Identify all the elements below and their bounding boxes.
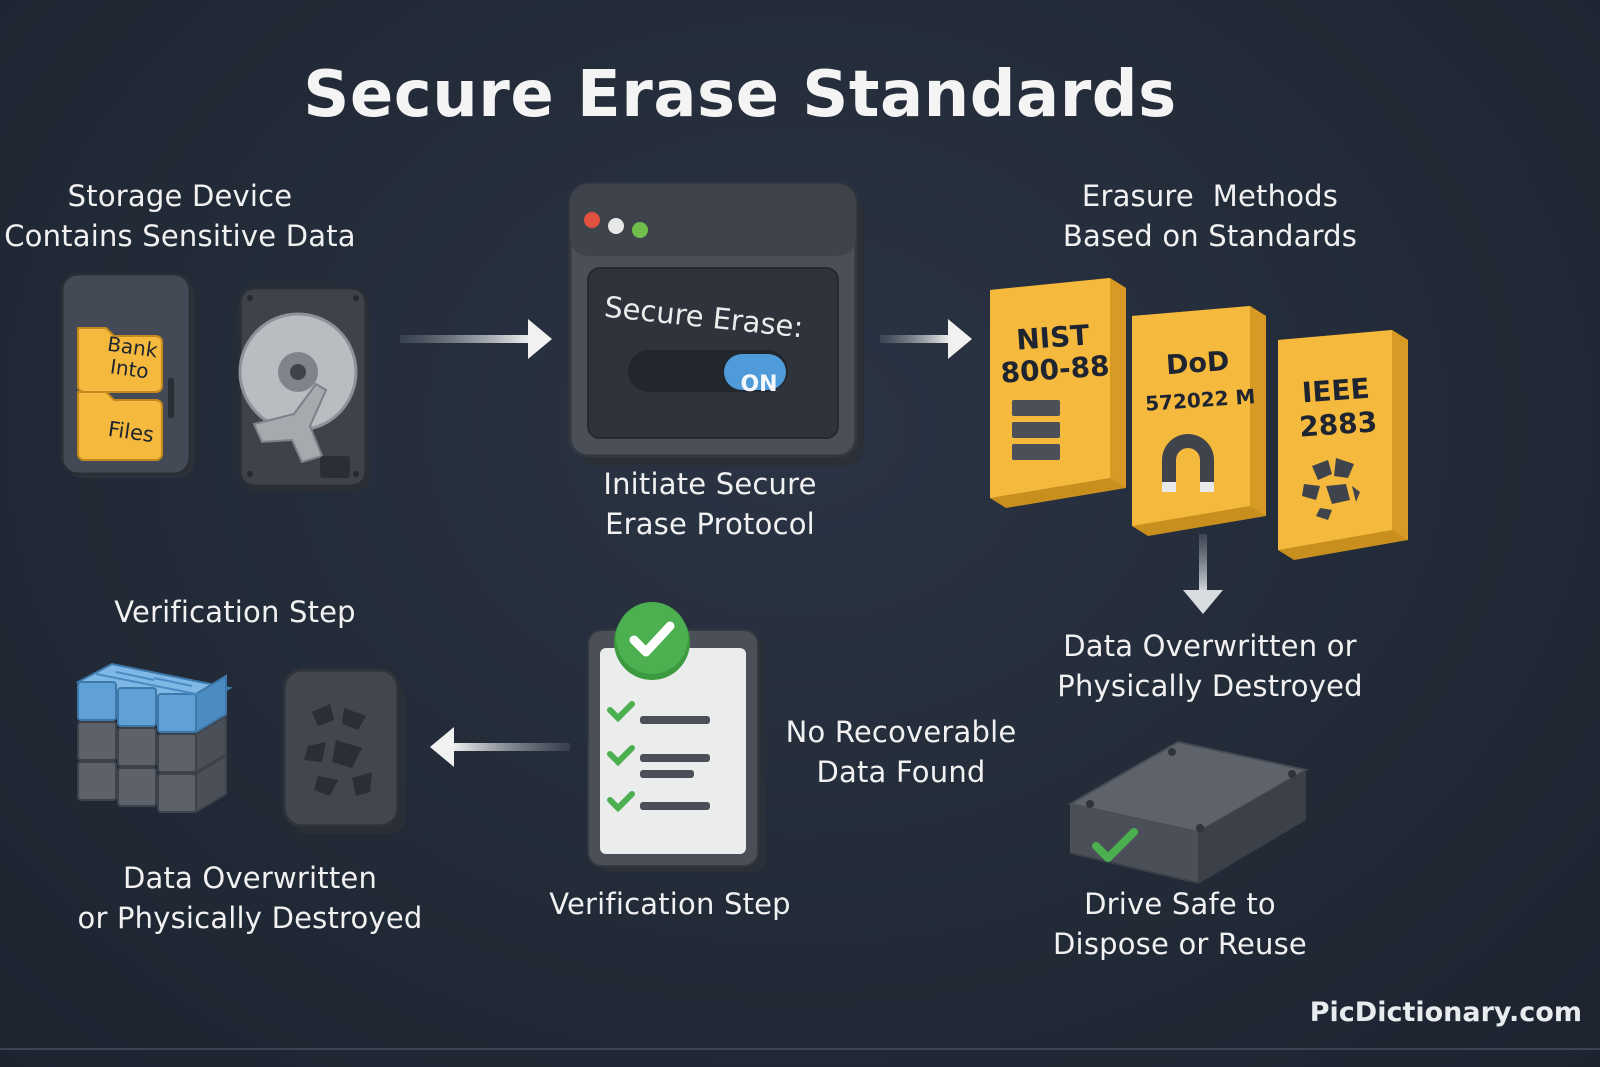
methods-label-line1: Erasure Methods (1081, 179, 1339, 213)
verification-left-top-label: Verification Step (80, 592, 390, 632)
nist-block (990, 278, 1126, 508)
dod-block-label: DoD 572022 M (1132, 342, 1267, 423)
initiate-label-line2: Erase Protocol (605, 507, 815, 541)
arrow-right-1 (400, 319, 552, 359)
verification-center-label: Verification Step (510, 884, 830, 924)
standards-blocks (990, 278, 1408, 560)
arrow-left (430, 727, 570, 767)
check-mark-icon (1092, 828, 1138, 862)
overwritten-left-line2: or Physically Destroyed (77, 901, 423, 935)
methods-label: Erasure Methods Based on Standards (1020, 176, 1400, 256)
arrow-down (1183, 534, 1223, 614)
overwritten-left-label: Data Overwritten or Physically Destroyed (40, 858, 460, 938)
verification-center-text: Verification Step (549, 887, 791, 921)
no-recoverable-line2: Data Found (816, 755, 986, 789)
initiate-label-line1: Initiate Secure (603, 467, 817, 501)
initiate-label: Initiate Secure Erase Protocol (540, 464, 880, 544)
toggle-knob (724, 354, 786, 390)
nist-block-label: NIST 800-88 (992, 318, 1116, 390)
methods-label-line2: Based on Standards (1062, 219, 1358, 253)
brand-watermark: PicDictionary.com (1309, 997, 1582, 1028)
overwritten-left-line1: Data Overwritten (122, 861, 378, 895)
ieee-block (1278, 330, 1408, 560)
minimize-dot-icon (608, 218, 624, 234)
safe-label-line2: Dispose or Reuse (1053, 927, 1307, 961)
data-cubes-icon (75, 662, 233, 814)
page-title: Secure Erase Standards (303, 58, 1177, 132)
checklist-icon (587, 602, 766, 872)
storage-device-label: Storage Device Contains Sensitive Data (0, 176, 360, 256)
verification-left-top-text: Verification Step (114, 595, 356, 629)
maximize-dot-icon (632, 222, 648, 238)
folder-bank-icon (77, 327, 163, 393)
checklist-rows (607, 701, 710, 813)
secure-erase-window (568, 182, 864, 466)
toggle-on-button[interactable]: ON (740, 372, 778, 397)
magnet-icon (1162, 434, 1214, 492)
overwritten-right-label: Data Overwritten or Physically Destroyed (1010, 626, 1410, 706)
overwritten-right-line1: Data Overwritten or (1063, 629, 1357, 663)
no-recoverable-label: No Recoverable Data Found (776, 712, 1026, 792)
hard-drive-icon (238, 286, 370, 492)
shredded-drive-icon (282, 668, 406, 834)
ieee-block-label: IEEE 2883 (1278, 370, 1396, 446)
ssd-folders-icon (60, 272, 194, 478)
overwritten-right-line2: Physically Destroyed (1057, 669, 1363, 703)
safe-label-line1: Drive Safe to (1084, 887, 1276, 921)
close-dot-icon (584, 212, 600, 228)
arrow-right-2 (880, 319, 972, 359)
no-recoverable-line1: No Recoverable (785, 715, 1017, 749)
storage-label-line1: Storage Device (67, 179, 293, 213)
footer-divider (0, 1048, 1600, 1050)
safe-label: Drive Safe to Dispose or Reuse (1010, 884, 1350, 964)
shatter-icon (1302, 458, 1360, 520)
safe-drive-icon (1067, 740, 1309, 884)
dod-block (1132, 306, 1266, 536)
stack-icon (1012, 400, 1060, 460)
folder-files-icon (77, 391, 163, 461)
storage-label-line2: Contains Sensitive Data (4, 219, 356, 253)
verified-check-icon (629, 621, 675, 657)
